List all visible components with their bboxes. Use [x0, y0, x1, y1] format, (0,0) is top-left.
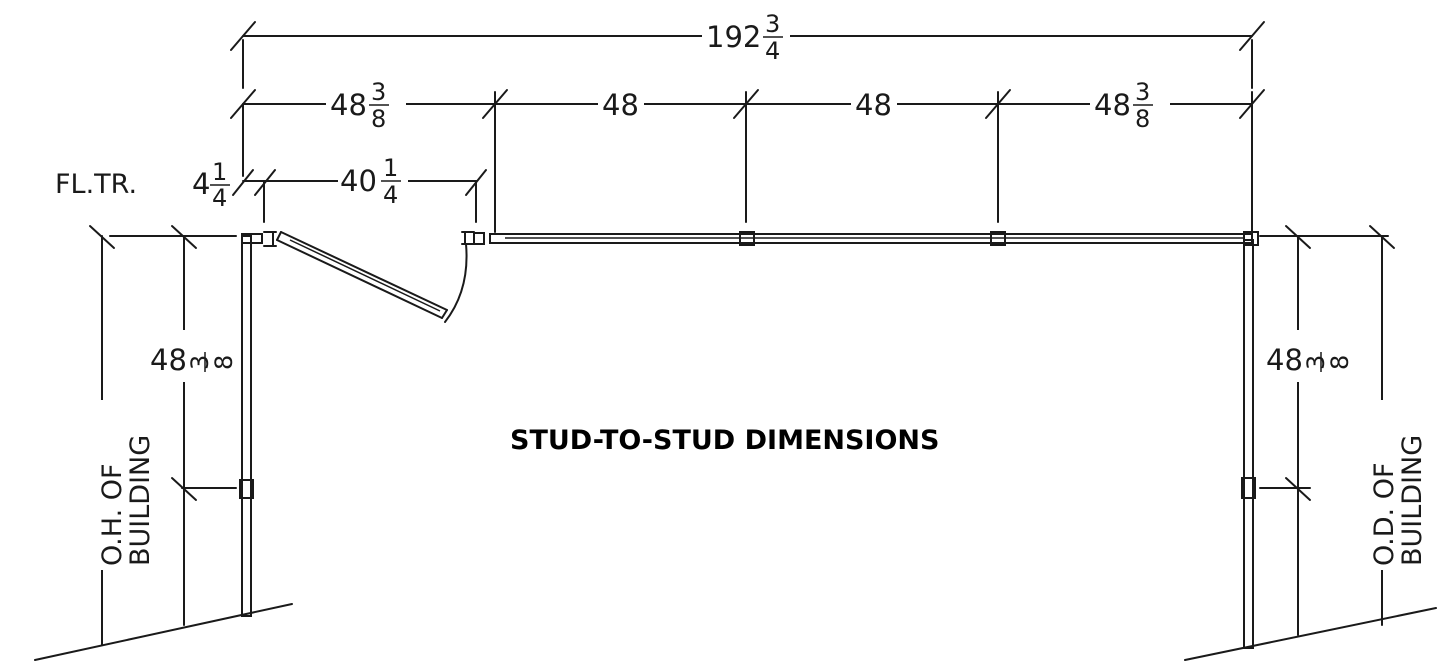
- overall-whole: 192: [706, 20, 761, 54]
- right-wall-stud: [1241, 477, 1256, 499]
- left-wall: [241, 235, 252, 617]
- bay-1-whole: 48: [330, 88, 367, 122]
- right-side-label-line1: O.D. OF: [1369, 463, 1400, 566]
- right-side-denominator: 8: [1326, 355, 1354, 370]
- door-swing-arc: [444, 243, 468, 323]
- bay-dimensions: 48 3 8 48 48 48 3 8: [230, 78, 1265, 233]
- door-jamb-left: [263, 231, 277, 247]
- wall-framing: [239, 231, 1259, 649]
- bay-1-numerator: 3: [371, 78, 386, 106]
- overall-numerator: 3: [765, 10, 780, 38]
- bay-4-whole: 48: [1094, 88, 1131, 122]
- door-jamb-right: [461, 231, 475, 245]
- bay-2-whole: 48: [602, 88, 639, 122]
- drawing-title: STUD-TO-STUD DIMENSIONS: [510, 425, 939, 456]
- frame-trim-numerator: 1: [212, 158, 227, 186]
- right-side-numerator: 3: [1302, 355, 1330, 370]
- door-leaf: [276, 231, 468, 323]
- left-side-dimension: 48 3 8 O.H. OF BUILDING: [89, 225, 238, 646]
- frame-trim-label: FL.TR.: [55, 169, 137, 200]
- stud-post: [990, 231, 1006, 246]
- right-side-dimension: 48 3 8 O.D. OF BUILDING: [1259, 225, 1428, 636]
- left-side-numerator: 3: [186, 355, 214, 370]
- stud-post: [739, 231, 755, 246]
- right-side-label-line2: BUILDING: [1397, 435, 1428, 566]
- left-side-label-line1: O.H. OF: [97, 463, 128, 566]
- right-wall: [1243, 239, 1254, 649]
- door-opening-whole: 40: [340, 164, 377, 198]
- frame-trim-denominator: 4: [212, 184, 227, 212]
- frame-trim-whole: 4: [192, 167, 210, 201]
- corner-post-right: [1243, 231, 1259, 246]
- door-dimensions: FL.TR. 4 1 4 40 1 4: [55, 154, 487, 223]
- door-opening-denominator: 4: [383, 181, 398, 209]
- overall-dimension: 192 3 4: [230, 10, 1265, 89]
- bay-4-denominator: 8: [1135, 105, 1150, 133]
- left-wall-stud: [239, 479, 254, 499]
- bay-4-numerator: 3: [1135, 78, 1150, 106]
- ground-line-left: [34, 603, 293, 661]
- right-side-whole: 48: [1266, 343, 1303, 377]
- top-wall-plate: [489, 233, 1253, 244]
- left-side-label-line2: BUILDING: [125, 435, 156, 566]
- overall-denominator: 4: [765, 37, 780, 65]
- bay-3-whole: 48: [855, 88, 892, 122]
- door-opening-numerator: 1: [383, 154, 398, 182]
- left-side-whole: 48: [150, 343, 187, 377]
- ground-line-right: [1184, 607, 1437, 661]
- bay-1-denominator: 8: [371, 105, 386, 133]
- left-side-denominator: 8: [210, 355, 238, 370]
